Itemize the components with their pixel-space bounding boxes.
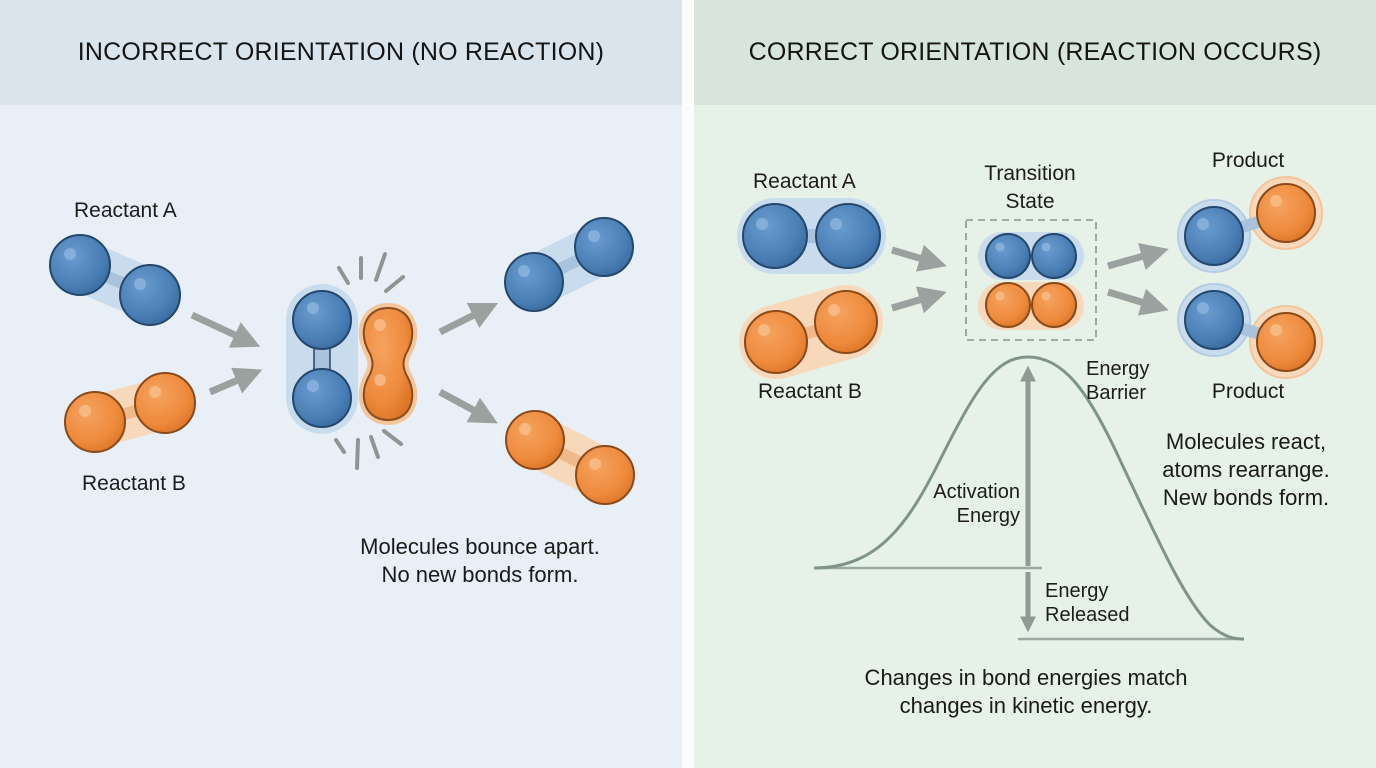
right-reactant-a-molecule <box>737 198 886 274</box>
transition-state-label-line1: Transition <box>984 162 1076 185</box>
energy-barrier-curve <box>813 355 1245 641</box>
reaction-result-text: Molecules react, atoms rearrange. New bo… <box>1162 428 1330 512</box>
left-reactant-a-molecule <box>49 234 181 326</box>
impact-burst-lines <box>334 252 405 470</box>
product-top-label: Product <box>1211 149 1285 172</box>
right-arrow-a-in <box>891 244 947 272</box>
transition-state-label: Transition State <box>984 160 1075 216</box>
energy-profile-diagram <box>813 355 1245 641</box>
panel-divider <box>682 0 694 768</box>
energy-released-line1: Energy <box>1045 580 1109 602</box>
correct-orientation-title: CORRECT ORIENTATION (REACTION OCCURS) <box>694 0 1376 105</box>
reaction-result-line1: Molecules react, <box>1165 429 1327 454</box>
product-top-molecule <box>1177 176 1323 273</box>
left-caption-line2: No new bonds form. <box>381 562 579 587</box>
left-caption-line1: Molecules bounce apart. <box>360 534 600 559</box>
left-bounced-orange-molecule <box>505 410 635 505</box>
activation-energy-line2: Energy <box>956 505 1020 527</box>
right-reactant-b-molecule <box>739 285 883 379</box>
left-collision-orange-molecule <box>358 302 418 426</box>
product-bottom-molecule <box>1177 283 1323 379</box>
right-caption-line2: changes in kinetic energy. <box>899 693 1153 718</box>
right-arrow-out-top <box>1107 243 1169 271</box>
right-caption: Changes in bond energies match changes i… <box>865 664 1188 720</box>
product-bottom-label: Product <box>1211 380 1285 403</box>
energy-barrier-line1: Energy <box>1086 358 1150 380</box>
left-reactant-b-label: Reactant B <box>82 472 186 495</box>
transition-state-label-line2: State <box>1005 190 1055 213</box>
incorrect-orientation-title: INCORRECT ORIENTATION (NO REACTION) <box>0 0 682 105</box>
reaction-result-line2: atoms rearrange. <box>1162 457 1330 482</box>
transition-state-complex <box>965 219 1097 341</box>
incorrect-orientation-panel: INCORRECT ORIENTATION (NO REACTION) <box>0 0 682 768</box>
right-arrow-out-bottom <box>1106 288 1169 316</box>
energy-barrier-line2: Barrier <box>1086 382 1147 404</box>
left-caption: Molecules bounce apart. No new bonds for… <box>360 533 600 589</box>
left-arrow-b-in <box>208 367 263 396</box>
left-reactant-b-molecule <box>64 372 196 453</box>
right-reactant-b-label: Reactant B <box>758 380 862 403</box>
energy-released-label: Energy Released <box>1045 579 1130 627</box>
energy-released-line2: Released <box>1045 604 1130 626</box>
left-reactant-a-label: Reactant A <box>74 199 177 222</box>
right-arrow-b-in <box>891 286 947 314</box>
energy-barrier-label: Energy Barrier <box>1086 357 1149 405</box>
activation-energy-line1: Activation <box>933 481 1020 503</box>
left-arrow-out-top <box>438 302 499 336</box>
left-bounced-blue-molecule <box>504 217 634 312</box>
reaction-result-line3: New bonds form. <box>1162 485 1330 510</box>
right-caption-line1: Changes in bond energies match <box>864 665 1188 690</box>
left-collision-blue-molecule <box>286 284 358 434</box>
left-arrow-a-in <box>190 311 261 348</box>
left-arrow-out-bottom <box>438 388 498 424</box>
right-reactant-a-label: Reactant A <box>753 170 856 193</box>
activation-energy-label: Activation Energy <box>926 480 1020 528</box>
